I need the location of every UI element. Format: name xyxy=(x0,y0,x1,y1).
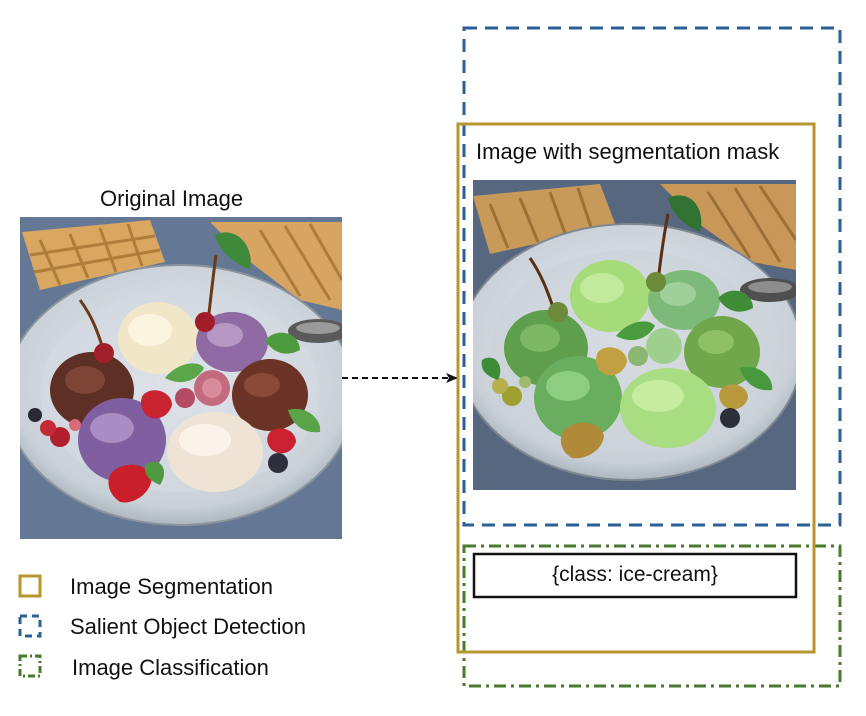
legend-label-segmentation: Image Segmentation xyxy=(70,574,274,599)
image-classification-box xyxy=(462,544,842,688)
segmentation-image-title: Image with segmentation mask xyxy=(476,139,780,164)
image-segmentation-box xyxy=(456,122,816,654)
original-image-title: Original Image xyxy=(100,186,244,211)
strawberry xyxy=(108,464,152,503)
legend-label-salient: Salient Object Detection xyxy=(70,614,307,639)
original-image xyxy=(20,217,342,539)
legend-swatch-salient xyxy=(18,614,42,638)
legend-label-classification: Image Classification xyxy=(72,655,269,680)
waffle-cone-left xyxy=(22,220,165,290)
legend-swatch-segmentation xyxy=(18,574,42,598)
salient-object-detection-box xyxy=(462,26,842,527)
legend-swatch-classification xyxy=(18,654,42,678)
class-label-text: {class: ice-cream} xyxy=(552,563,718,586)
segmented-image xyxy=(473,180,796,490)
class-label-box xyxy=(472,552,798,599)
